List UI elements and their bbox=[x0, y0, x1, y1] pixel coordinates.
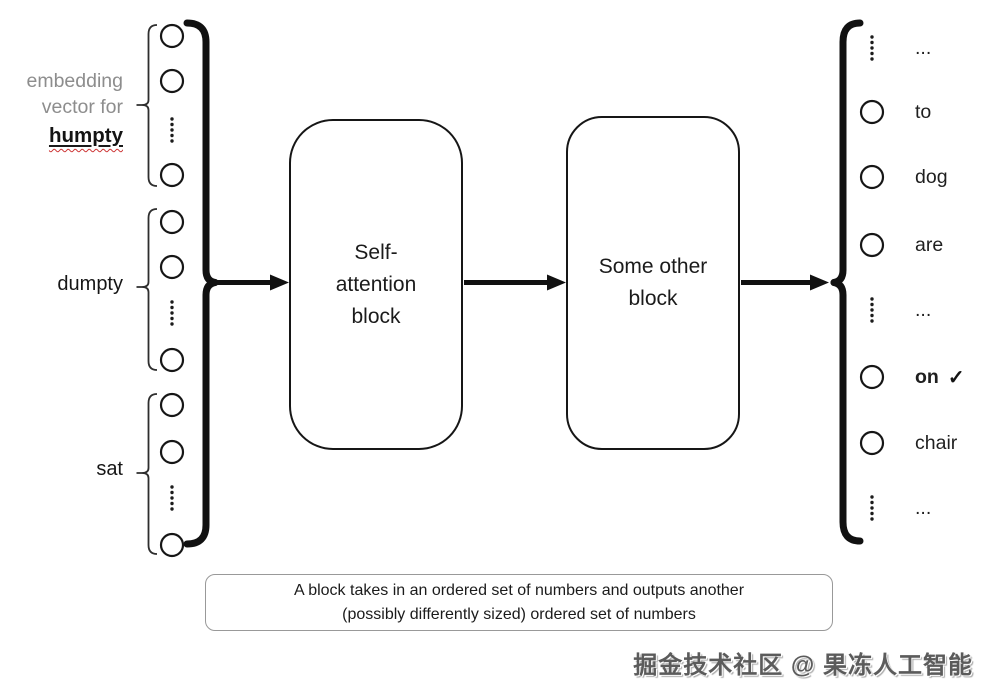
input-label-humpty: embedding vector for humpty bbox=[6, 68, 124, 148]
right-bracket bbox=[830, 19, 864, 545]
input-label-humpty-word: humpty bbox=[48, 124, 123, 147]
self-attention-block-label: Self- attention block bbox=[335, 240, 417, 328]
caption-text: A block takes in an ordered set of numbe… bbox=[293, 581, 745, 623]
input-embedding-circles bbox=[159, 23, 185, 558]
arrow-some-other-to-output bbox=[741, 274, 829, 291]
output-row-label-on: on ✓ bbox=[915, 365, 965, 389]
brace-icon-humpty bbox=[136, 24, 158, 187]
brace-icon-dumpty bbox=[136, 208, 158, 371]
caption-box: A block takes in an ordered set of numbe… bbox=[205, 574, 833, 631]
output-row-label-to: to bbox=[915, 100, 932, 123]
output-row-label-ellipsis-1: ... bbox=[915, 36, 932, 59]
some-other-block-label: Some other block bbox=[598, 255, 708, 310]
input-label-sat: sat bbox=[96, 458, 123, 480]
arrow-self-attention-to-some-other bbox=[464, 274, 566, 291]
brace-icon-sat bbox=[136, 393, 158, 555]
check-icon: ✓ bbox=[947, 366, 965, 389]
some-other-block: Some other block bbox=[566, 116, 740, 450]
output-row-label-are: are bbox=[915, 233, 944, 256]
vdots-icon-inputs bbox=[170, 117, 174, 511]
input-label-humpty-prefix: embedding vector for bbox=[26, 70, 124, 118]
output-row-label-ellipsis-3: ... bbox=[915, 496, 932, 519]
input-label-dumpty: dumpty bbox=[57, 273, 123, 295]
self-attention-block: Self- attention block bbox=[289, 119, 463, 450]
output-row-label-chair: chair bbox=[915, 431, 958, 454]
output-circles bbox=[859, 99, 885, 456]
output-row-label-ellipsis-2: ... bbox=[915, 298, 932, 321]
vdots-icon-outputs bbox=[870, 35, 874, 521]
arrow-input-to-self-attention bbox=[214, 274, 289, 291]
output-row-label-dog: dog bbox=[915, 165, 948, 188]
watermark-text: 掘金技术社区 @ 果冻人工智能 bbox=[633, 652, 973, 679]
left-bracket bbox=[183, 19, 219, 548]
